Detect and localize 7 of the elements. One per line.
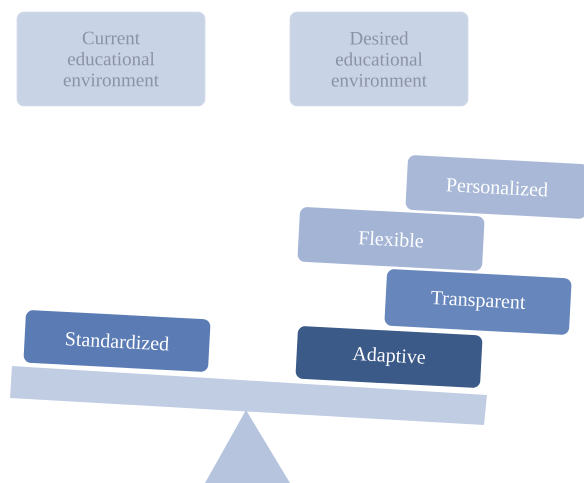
label-box: Standardized xyxy=(24,310,210,372)
heading-box: Current educational environment xyxy=(16,12,206,106)
heading-box: Desired educational environment xyxy=(290,12,468,106)
label-box: Flexible xyxy=(298,207,484,271)
label-box: Personalized xyxy=(406,155,584,219)
label-box: Transparent xyxy=(384,269,572,335)
label-box: Adaptive xyxy=(296,326,482,388)
